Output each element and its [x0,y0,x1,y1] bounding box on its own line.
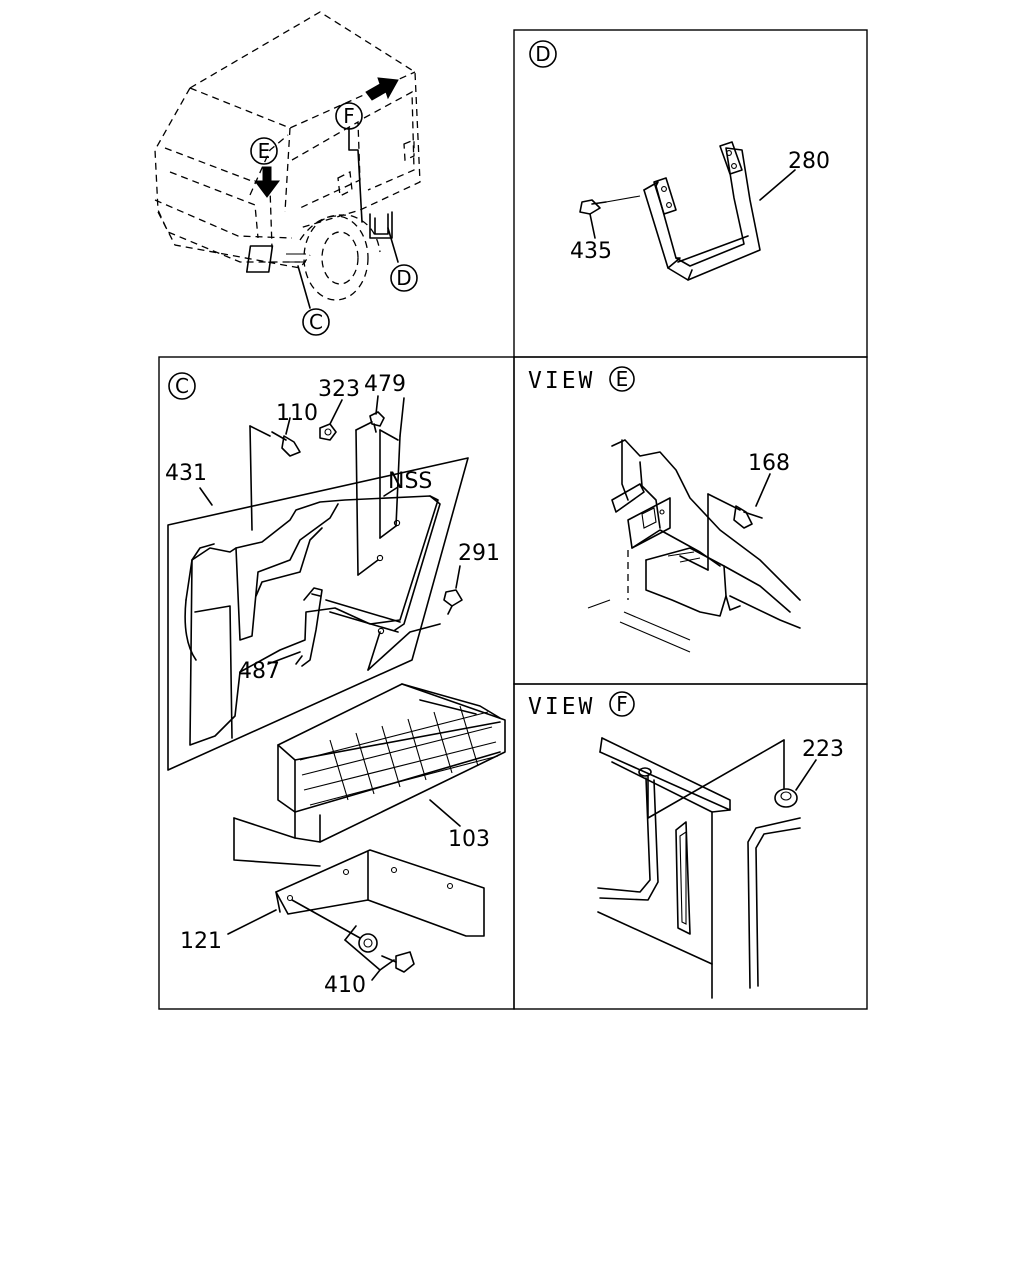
part-label-223: 223 [802,737,844,762]
panel-c: C [165,372,506,998]
panel-view-f: VIEW F 223 [528,691,844,999]
truck-overview: E F D C [154,11,421,336]
part-label-487: 487 [238,659,280,684]
callout-e: E [258,139,271,163]
part-label-479: 479 [364,372,406,397]
callout-f: F [343,104,355,128]
part-label-168: 168 [748,451,790,476]
nss-note: NSS [388,469,432,494]
view-e-word: VIEW [528,368,595,394]
panel-c-letter: C [175,374,189,398]
part-label-121: 121 [180,929,222,954]
part-label-431: 431 [165,461,207,486]
part-label-110: 110 [276,401,318,426]
view-f-letter: F [616,692,628,716]
part-label-103: 103 [448,827,490,852]
part-label-410: 410 [324,973,366,998]
part-label-323: 323 [318,377,360,402]
panel-view-e: VIEW E 168 [528,366,801,653]
part-label-435: 435 [570,239,612,264]
view-e-letter: E [616,367,629,391]
callout-c: C [309,310,323,334]
callout-d: D [396,266,411,290]
panel-d: D 280 435 [529,40,830,281]
step-tray-grid [299,705,499,806]
part-label-291: 291 [458,541,500,566]
panel-d-letter: D [535,42,550,66]
view-f-word: VIEW [528,694,595,720]
part-label-280: 280 [788,149,830,174]
panel-frames [158,29,868,1010]
